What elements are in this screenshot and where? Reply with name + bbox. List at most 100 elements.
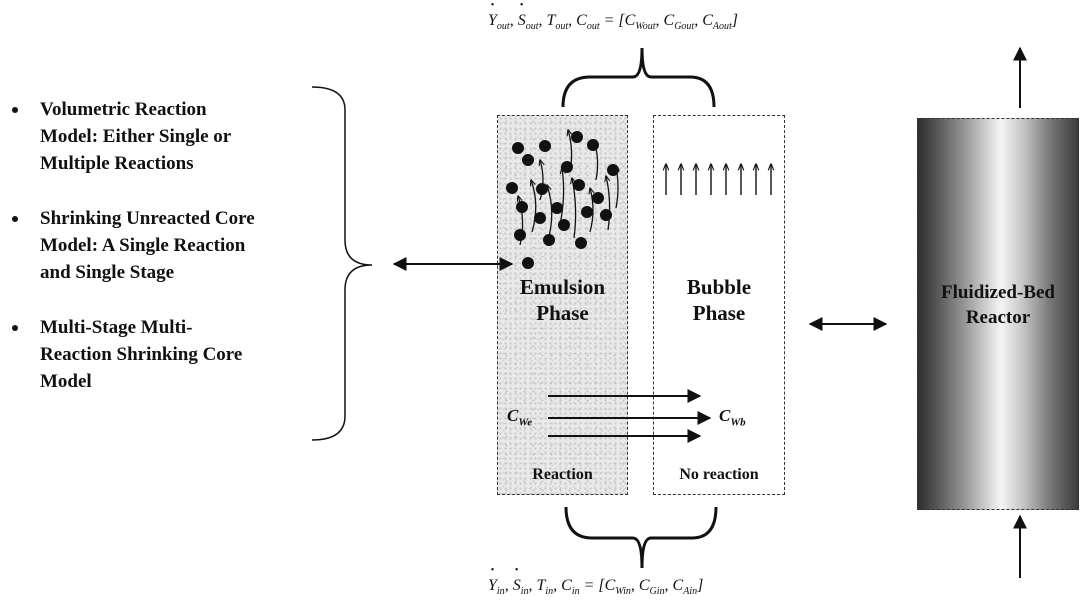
formula-symbol: S: [518, 12, 526, 30]
particle-streak: [572, 178, 577, 239]
particle: [607, 164, 619, 176]
formula-subscript: in: [496, 586, 505, 598]
particle: [506, 182, 518, 194]
outlet-formula: Yout, Sout, Tout, Cout = [CWout, CGout, …: [488, 12, 738, 32]
formula-subscript: in: [520, 586, 529, 598]
model-item-line: Model: Either Single or: [40, 126, 232, 147]
formula-symbol: C: [663, 12, 675, 29]
formula-subscript: Gin: [649, 586, 665, 598]
phase-title-line: Bubble: [686, 275, 752, 299]
formula-subscript: out: [496, 21, 510, 33]
particle: [573, 179, 585, 191]
model-item-multistage: Multi-Stage Multi- Reaction Shrinking Co…: [10, 314, 320, 395]
formula-symbol: C: [702, 12, 713, 29]
phase-title-line: Emulsion: [519, 275, 606, 299]
particle: [522, 154, 534, 166]
inlet-formula: Yin, Sin, Tin, Cin = [CWin, CGin, CAin]: [488, 577, 703, 597]
particle: [536, 183, 548, 195]
particle-streak: [531, 180, 537, 233]
particle-streak: [547, 185, 553, 241]
emulsion-concentration: CWe: [507, 406, 532, 428]
conc-subscript: Wb: [730, 416, 746, 429]
particle: [543, 234, 555, 246]
emulsion-phase-title: Emulsion Phase: [497, 274, 628, 326]
formula-symbol: C: [624, 12, 636, 29]
model-item-line: Reaction Shrinking Core: [40, 344, 243, 365]
formula-subscript: out: [555, 21, 569, 33]
no-reaction-label: No reaction: [679, 466, 759, 483]
model-item-line: and Single Stage: [40, 262, 175, 283]
particle: [522, 257, 534, 269]
bullet-icon: [12, 107, 18, 113]
formula-symbol: T: [536, 577, 546, 594]
particle: [512, 142, 524, 154]
formula-symbol: C: [604, 577, 616, 594]
particle-streak: [540, 160, 543, 201]
left-brace: [311, 86, 373, 441]
particle-streak: [590, 188, 593, 233]
particle-streak: [606, 176, 610, 231]
model-list: Volumetric Reaction Model: Either Single…: [10, 96, 320, 423]
conc-symbol: C: [719, 406, 731, 425]
particle: [571, 131, 583, 143]
conc-subscript: We: [518, 416, 533, 429]
formula-symbol: S: [513, 577, 521, 595]
particle: [587, 139, 599, 151]
formula-symbol: C: [576, 12, 587, 29]
reactor-title-line: Fluidized-Bed: [940, 282, 1055, 303]
conc-symbol: C: [507, 406, 519, 425]
particle-streak: [559, 168, 564, 226]
model-item-line: Multiple Reactions: [40, 153, 194, 174]
model-item-line: Shrinking Unreacted Core: [40, 208, 255, 229]
fluidized-bed-reactor: [917, 118, 1079, 510]
model-item-shrinking-core: Shrinking Unreacted Core Model: A Single…: [10, 205, 320, 286]
model-item-volumetric: Volumetric Reaction Model: Either Single…: [10, 96, 320, 177]
phase-title-line: Phase: [692, 301, 746, 325]
formula-symbol: C: [561, 577, 572, 594]
particle: [516, 201, 528, 213]
model-item-line: Volumetric Reaction: [40, 99, 207, 120]
phase-title-line: Phase: [536, 301, 589, 325]
formula-symbol: C: [672, 577, 684, 594]
formula-symbol: Y: [488, 12, 497, 30]
bullet-icon: [12, 216, 18, 222]
model-item-line: Model: A Single Reaction: [40, 235, 246, 256]
formula-symbol: T: [546, 12, 556, 29]
reactor-title-line: Reactor: [965, 307, 1031, 328]
formula-subscript: out: [586, 21, 600, 33]
particle: [539, 140, 551, 152]
bottom-brace: [564, 506, 718, 569]
particle: [575, 237, 587, 249]
formula-subscript: Win: [615, 586, 631, 598]
formula-subscript: Wout: [635, 21, 656, 33]
formula-subscript: Gout: [674, 21, 695, 33]
reactor-title: Fluidized-Bed Reactor: [917, 280, 1079, 330]
particle: [534, 212, 546, 224]
bubble-phase-box: [653, 115, 785, 495]
bullet-icon: [12, 325, 18, 331]
bubble-phase-title: Bubble Phase: [653, 274, 785, 326]
formula-symbol: C: [638, 577, 650, 594]
formula-subscript: Ain: [683, 586, 698, 598]
particle: [561, 161, 573, 173]
formula-subscript: out: [525, 21, 539, 33]
model-item-line: Multi-Stage Multi-: [40, 317, 193, 338]
formula-subscript: in: [545, 586, 554, 598]
particle: [551, 202, 563, 214]
particle: [600, 209, 612, 221]
particle: [581, 206, 593, 218]
particles: [506, 131, 619, 269]
particle: [558, 219, 570, 231]
model-item-line: Model: [40, 371, 92, 392]
reaction-label: Reaction: [532, 466, 593, 483]
particle: [514, 229, 526, 241]
bubble-concentration: CWb: [719, 406, 746, 428]
formula-subscript: Aout: [712, 21, 732, 33]
formula-subscript: in: [571, 586, 580, 598]
top-brace: [561, 47, 716, 108]
particle: [592, 192, 604, 204]
bubble-rising-arrows: [666, 164, 771, 195]
formula-symbol: Y: [488, 577, 497, 595]
